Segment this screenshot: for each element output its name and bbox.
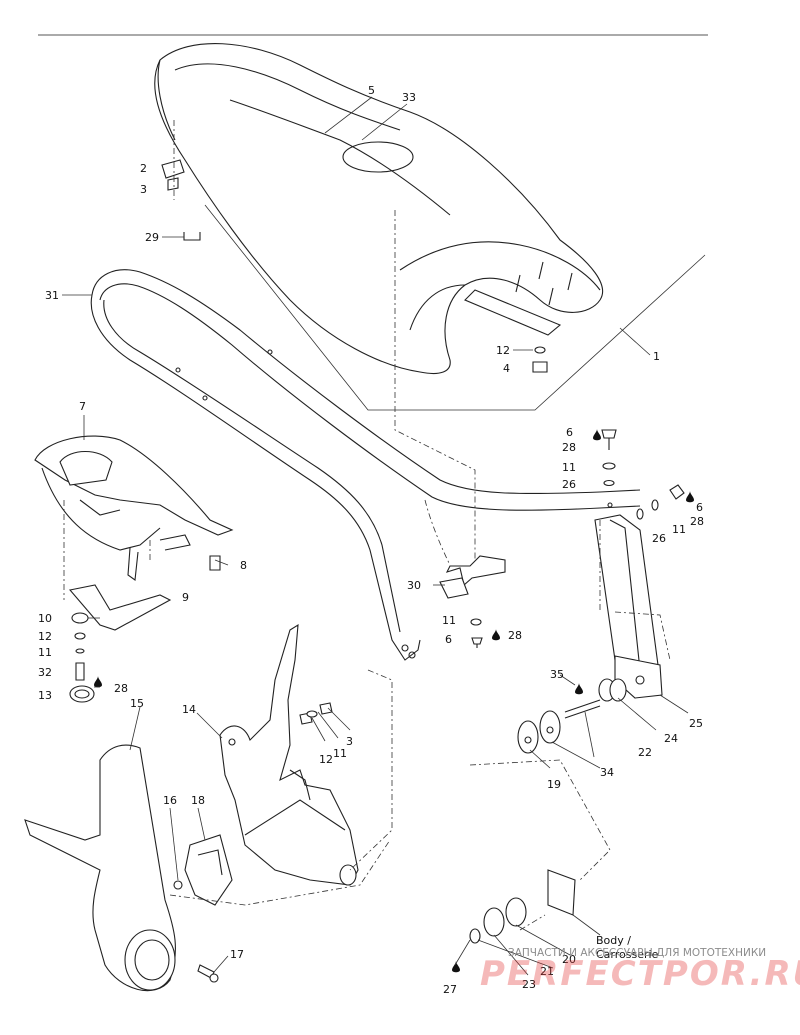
callout-11: 11 [333,747,347,760]
callout-12: 12 [38,630,52,643]
callout-3: 3 [140,183,147,196]
callout-35: 35 [550,668,564,681]
callout-6: 6 [696,501,703,514]
body-label-line1: Body / [596,934,631,947]
bracket-25 [614,655,663,699]
callout-13: 13 [38,689,52,702]
callout-15: 15 [130,697,144,710]
watermark: ЗАПЧАСТИ И АКСЕССУАРЫ ДЛЯ МОТОТЕХНИКИ PE… [480,947,800,994]
callout-4: 4 [503,362,510,375]
callout-11: 11 [38,646,52,659]
nuts-3-11-12 [299,702,333,725]
mudguard-14 [219,623,359,886]
callout-34: 34 [600,766,614,779]
callout-18: 18 [191,794,205,807]
callout-20: 20 [562,953,576,966]
callout-3: 3 [346,735,353,748]
strap-9 [68,584,172,631]
callout-6: 6 [445,633,452,646]
callout-24: 24 [664,732,678,745]
callout-2: 2 [140,162,147,175]
callout-9: 9 [182,591,189,604]
callout-26: 26 [652,532,666,545]
callout-23: 23 [522,978,536,991]
callout-14: 14 [182,703,196,716]
callout-8: 8 [240,559,247,572]
callout-6: 6 [566,426,573,439]
screw-17 [197,964,219,983]
callout-27: 27 [443,983,457,996]
fasteners-30 [470,618,500,648]
callout-28: 28 [690,515,704,528]
callout-10: 10 [38,612,52,625]
callout-19: 19 [547,778,561,791]
seat [154,43,604,375]
grommet-stack [69,612,102,703]
rear-fender-15 [24,744,176,992]
callout-7: 7 [79,400,86,413]
callout-11: 11 [672,523,686,536]
callout-22: 22 [638,746,652,759]
callout-11: 11 [562,461,576,474]
callout-11: 11 [442,614,456,627]
washer-nut-12-4 [532,346,548,373]
threadlocker-35 [575,683,583,695]
callout-29: 29 [145,231,159,244]
bushing-24 [564,678,627,719]
fasteners-6-11-26-28 [593,429,694,520]
callout-21: 21 [540,965,554,978]
callout-labels: 5 33 2 3 29 31 1 12 4 7 6 28 11 26 6 28 … [38,84,704,996]
body-plate [547,869,576,916]
part-29-clip [183,232,201,241]
callout-5: 5 [368,84,375,97]
rubber-mounts-19-34 [517,710,561,754]
callout-12: 12 [319,753,333,766]
lower-mounts-20-21-23-27 [452,897,527,973]
tail-cowl-7 [34,435,234,581]
assembly-lines [63,210,671,931]
callout-28: 28 [114,682,128,695]
callout-25: 25 [689,717,703,730]
callout-28: 28 [508,629,522,642]
seat-studs [515,261,573,306]
callout-28: 28 [562,441,576,454]
leader-lines [62,96,689,976]
callout-31: 31 [45,289,59,302]
nut-2 [161,120,185,200]
callout-33: 33 [402,91,416,104]
body-label-line2: Carrosserie [596,948,659,961]
callout-32: 32 [38,666,52,679]
callout-30: 30 [407,579,421,592]
watermark-brand: PERFECTPOR.RU [480,954,800,994]
callout-1: 1 [653,350,660,363]
callout-16: 16 [163,794,177,807]
callout-12: 12 [496,344,510,357]
callout-26: 26 [562,478,576,491]
bracket-30 [439,555,506,599]
callout-17: 17 [230,948,244,961]
watermark-tagline: ЗАПЧАСТИ И АКСЕССУАРЫ ДЛЯ МОТОТЕХНИКИ [508,947,766,959]
license-light-16-18 [173,834,233,906]
